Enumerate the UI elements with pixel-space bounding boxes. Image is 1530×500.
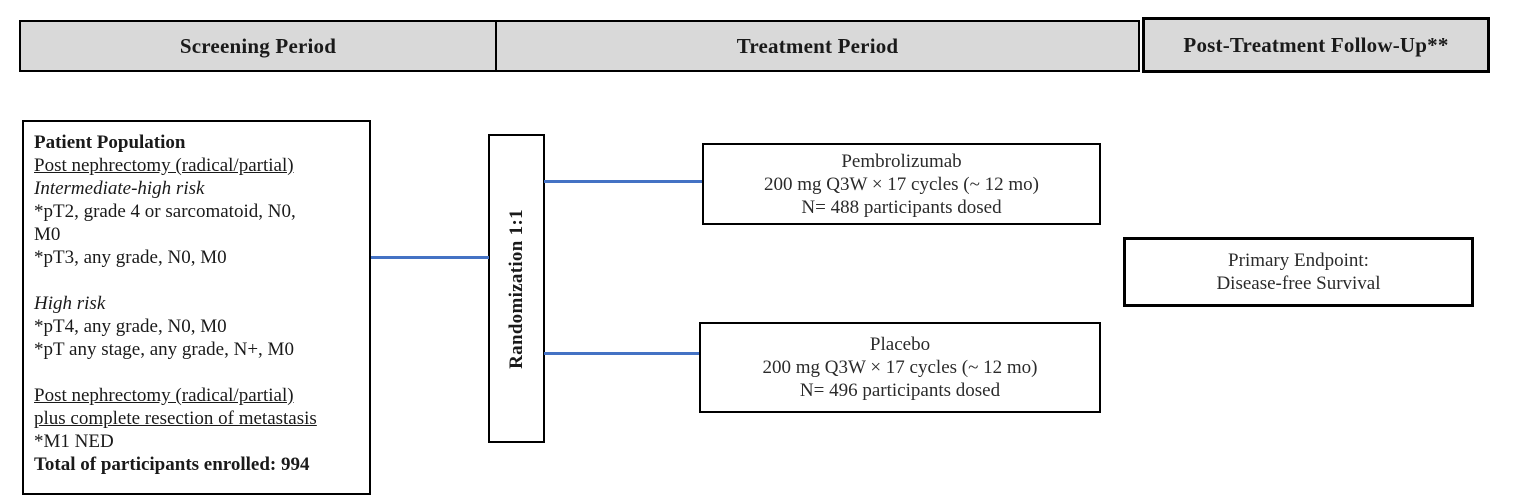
header-screening-period: Screening Period — [19, 20, 497, 72]
patient-line: *pT3, any grade, N0, M0 — [34, 247, 227, 268]
pembrolizumab-arm-box: Pembrolizumab 200 mg Q3W × 17 cycles (~ … — [702, 143, 1101, 225]
placebo-arm-dose: 200 mg Q3W × 17 cycles (~ 12 mo) — [762, 357, 1038, 378]
patient-line: Post nephrectomy (radical/partial) — [34, 155, 294, 176]
header-screening-period-label: Screening Period — [179, 33, 337, 58]
patient-line: Intermediate-high risk — [34, 178, 205, 199]
patient-line: *pT any stage, any grade, N+, M0 — [34, 339, 294, 360]
connector-randomization-to-pembrolizumab — [544, 180, 704, 183]
patient-line: *pT2, grade 4 or sarcomatoid, N0, — [34, 201, 296, 222]
patient-line — [34, 361, 361, 384]
patient-line: *pT4, any grade, N0, M0 — [34, 316, 227, 337]
pembrolizumab-arm-n: N= 488 participants dosed — [801, 196, 1002, 218]
patient-line: High risk — [34, 293, 106, 314]
header-treatment-period-label: Treatment Period — [736, 33, 899, 58]
primary-endpoint-title: Primary Endpoint: — [1228, 250, 1369, 271]
header-post-treatment-followup-label: Post-Treatment Follow-Up** — [1183, 32, 1449, 57]
randomization-box: Randomization 1:1 — [488, 134, 545, 443]
connector-randomization-to-placebo — [544, 352, 701, 355]
primary-endpoint-box: Primary Endpoint: Disease-free Survival — [1123, 237, 1474, 307]
pembrolizumab-arm-dose: 200 mg Q3W × 17 cycles (~ 12 mo) — [764, 173, 1039, 195]
patient-line — [34, 269, 361, 292]
patient-line: M0 — [34, 224, 61, 245]
patient-line: Post nephrectomy (radical/partial) — [34, 385, 294, 406]
connector-population-to-randomization — [371, 256, 489, 259]
patient-line: *M1 NED — [34, 431, 114, 452]
patient-line: Total of participants enrolled: 994 — [34, 454, 310, 475]
placebo-arm-n: N= 496 participants dosed — [799, 380, 1001, 401]
placebo-arm-box: Placebo 200 mg Q3W × 17 cycles (~ 12 mo)… — [699, 322, 1101, 413]
pembrolizumab-arm-name: Pembrolizumab — [841, 150, 962, 172]
header-post-treatment-followup: Post-Treatment Follow-Up** — [1142, 17, 1490, 73]
placebo-arm-name: Placebo — [869, 334, 931, 355]
randomization-label: Randomization 1:1 — [505, 208, 527, 369]
primary-endpoint-value: Disease-free Survival — [1216, 273, 1381, 294]
patient-line: plus complete resection of metastasis — [34, 408, 317, 429]
patient-line: Patient Population — [34, 132, 186, 153]
header-treatment-period: Treatment Period — [495, 20, 1140, 72]
